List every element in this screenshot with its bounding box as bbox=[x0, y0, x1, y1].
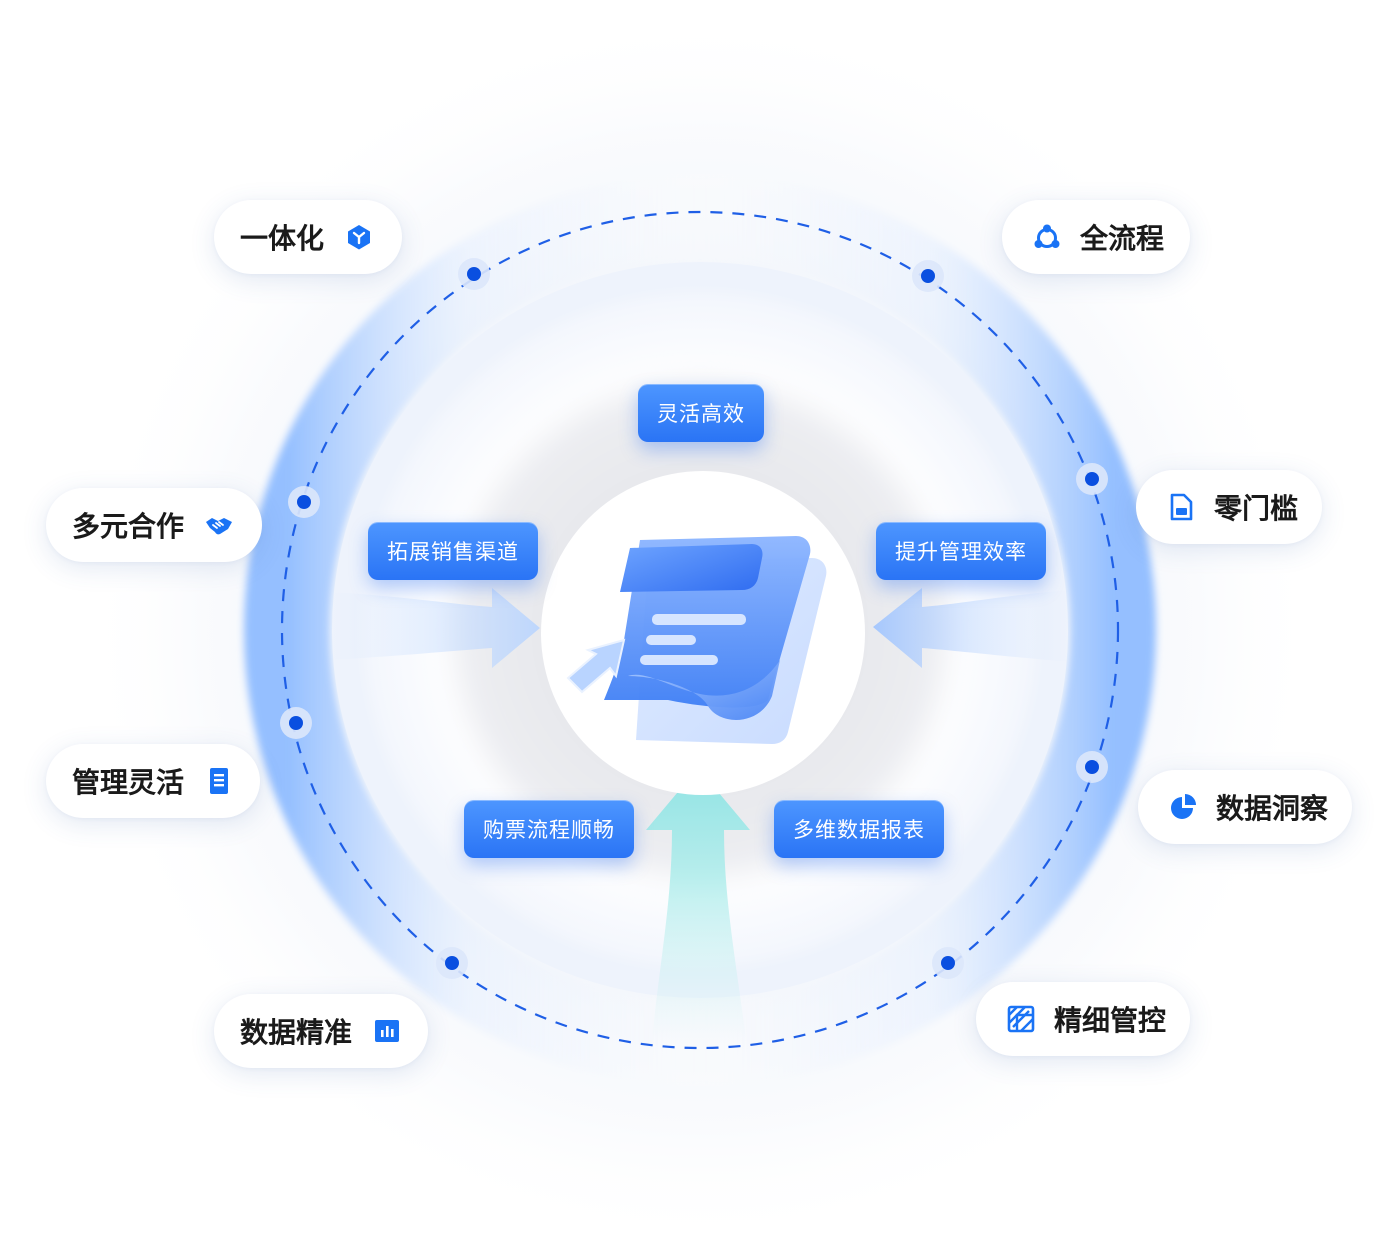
feature-pill-flexible-management: 管理灵活 bbox=[46, 744, 260, 818]
handshake-icon bbox=[204, 510, 234, 540]
feature-label: 精细管控 bbox=[1054, 1004, 1167, 1037]
pie-chart-icon bbox=[1168, 792, 1198, 822]
document-cursor-icon bbox=[566, 536, 827, 744]
arrow-from-bottom bbox=[646, 768, 750, 1040]
blue-ring-band bbox=[244, 174, 1156, 1086]
feature-label: 管理灵活 bbox=[72, 766, 185, 799]
feature-label: 数据精准 bbox=[240, 1016, 353, 1049]
grid-slash-icon bbox=[1006, 1004, 1036, 1034]
feature-label: 多元合作 bbox=[72, 510, 185, 543]
bar-chart-icon bbox=[372, 1016, 402, 1046]
cycle-nodes-icon bbox=[1032, 222, 1062, 252]
orbit-dot bbox=[1085, 472, 1099, 486]
feature-label: 零门槛 bbox=[1214, 492, 1299, 525]
orbit-dot bbox=[467, 267, 481, 281]
orbit-dots bbox=[280, 258, 1108, 979]
tag-improve-management-efficiency: 提升管理效率 bbox=[876, 522, 1046, 580]
orbit-dot bbox=[1085, 760, 1099, 774]
feature-pill-full-process: 全流程 bbox=[1002, 200, 1190, 274]
dashed-orbit bbox=[280, 210, 1120, 1050]
orbit-dot bbox=[297, 495, 311, 509]
feature-pill-cooperation: 多元合作 bbox=[46, 488, 262, 562]
feature-pill-fine-control: 精细管控 bbox=[976, 982, 1190, 1056]
feature-label: 一体化 bbox=[240, 222, 325, 255]
feature-pill-accurate-data: 数据精准 bbox=[214, 994, 428, 1068]
feature-label: 数据洞察 bbox=[1216, 792, 1329, 825]
clipboard-list-icon bbox=[204, 766, 234, 796]
orbit-dot bbox=[289, 716, 303, 730]
orbit-dot bbox=[941, 956, 955, 970]
orbit-dot bbox=[921, 269, 935, 283]
document-icon bbox=[1166, 492, 1196, 522]
orbit-dot bbox=[445, 956, 459, 970]
feature-pill-zero-threshold: 零门槛 bbox=[1136, 470, 1322, 544]
tag-expand-sales-channels: 拓展销售渠道 bbox=[368, 522, 538, 580]
tag-smooth-ticketing: 购票流程顺畅 bbox=[464, 800, 634, 858]
feature-pill-data-insight: 数据洞察 bbox=[1138, 770, 1352, 844]
cube-icon bbox=[344, 222, 374, 252]
arrow-from-left bbox=[330, 588, 540, 668]
feature-label: 全流程 bbox=[1080, 222, 1165, 255]
tag-multidimensional-reports: 多维数据报表 bbox=[774, 800, 944, 858]
arrow-from-right bbox=[873, 588, 1070, 668]
feature-pill-integrated: 一体化 bbox=[214, 200, 402, 274]
tag-flexible-efficient: 灵活高效 bbox=[638, 384, 764, 442]
